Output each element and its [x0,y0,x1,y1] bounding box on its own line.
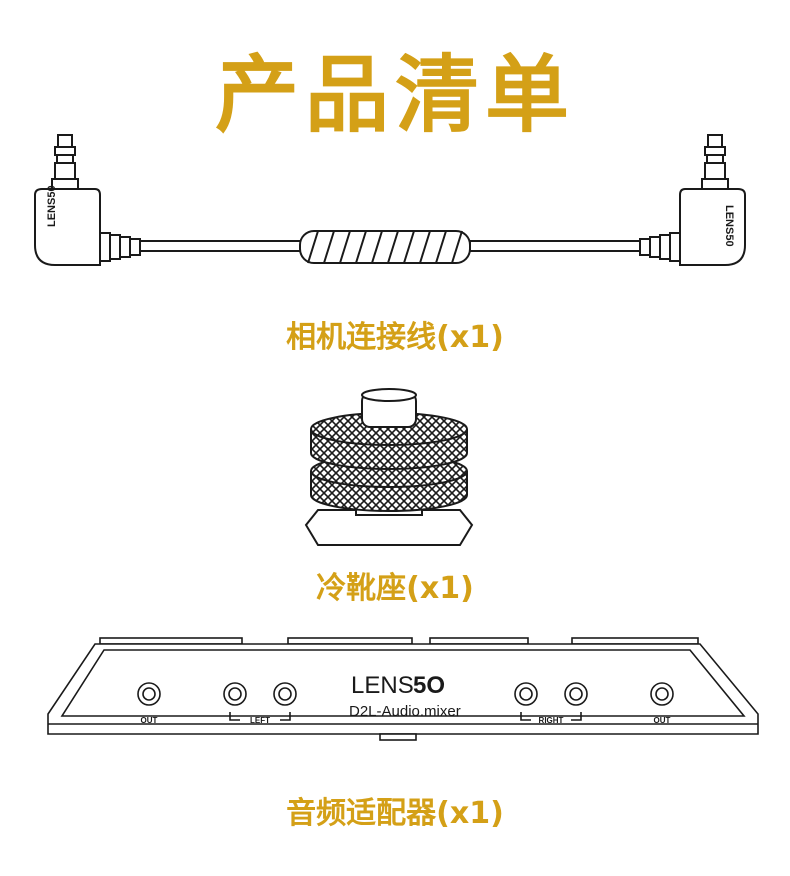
cold-shoe-illustration [304,388,474,546]
adapter-brand-logo: 5O [413,672,445,699]
port-label-left: LEFT [250,716,270,725]
audio-adapter-caption: 音频适配器(x1) [286,796,504,831]
camera-cable-illustration: LENS50 LENS50 [34,134,746,266]
left-plug-logo: LENS50 [46,185,58,227]
port-label-right: RIGHT [539,716,564,725]
right-plug-logo: LENS50 [723,205,735,247]
adapter-brand: LENS [351,672,414,699]
adapter-model: D2L-Audio.mixer [349,703,461,720]
cold-shoe-caption: 冷靴座(x1) [316,571,474,606]
audio-adapter-illustration: LENS 5O D2L-Audio.mixer OUT LEFT RIGHT O… [47,637,759,741]
port-label-out-right: OUT [654,716,671,725]
camera-cable-caption: 相机连接线(x1) [286,320,504,355]
page-title: 产品清单 [214,46,575,144]
port-label-out-left: OUT [141,716,158,725]
